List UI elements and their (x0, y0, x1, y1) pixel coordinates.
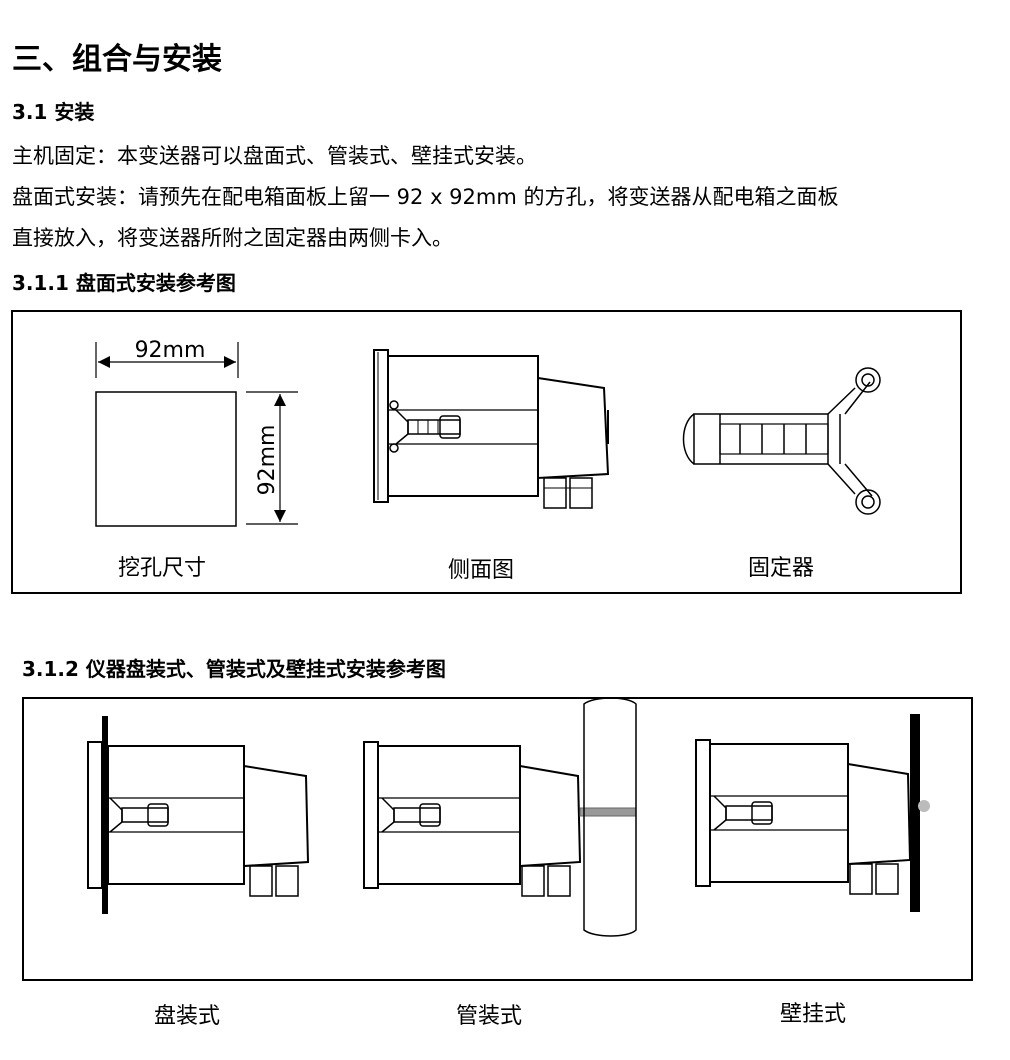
cutout-square (95, 391, 237, 527)
pipe-mount-drawing (363, 697, 637, 937)
wall (910, 714, 920, 912)
paragraph-panel-mount-line1: 盘面式安装：请预先在配电箱面板上留一 92 x 92mm 的方孔，将变送器从配电… (12, 185, 839, 209)
subsection-panel-ref-heading: 3.1.1 盘面式安装参考图 (12, 271, 236, 295)
caption-wall-mount: 壁挂式 (780, 1002, 847, 1027)
section-title: 三、组合与安装 (12, 42, 222, 77)
caption-panel-mount: 盘装式 (154, 1004, 221, 1029)
caption-side-view: 侧面图 (448, 558, 515, 583)
fixture-drawing (682, 367, 881, 515)
panel-plate (102, 716, 108, 914)
panel-mount-drawing (87, 716, 310, 914)
figure-mount-types-reference (22, 697, 973, 981)
figure-panel-mount-reference (11, 310, 962, 594)
caption-cutout-size: 挖孔尺寸 (118, 556, 207, 581)
subsection-mount-ref-heading: 3.1.2 仪器盘装式、管装式及壁挂式安装参考图 (22, 657, 446, 681)
subsection-install-heading: 3.1 安装 (12, 100, 95, 124)
wall-anchor (918, 800, 930, 812)
height-dimension-label: 92mm (255, 425, 280, 496)
caption-pipe-mount: 管装式 (456, 1004, 523, 1029)
caption-fixture: 固定器 (748, 556, 815, 581)
paragraph-host-mount: 主机固定：本变送器可以盘面式、管装式、壁挂式安装。 (12, 144, 537, 168)
width-dimension-label: 92mm (135, 338, 206, 363)
side-view-drawing (373, 349, 610, 509)
wall-mount-drawing (695, 714, 930, 912)
cutout-drawing: 92mm 92mm (95, 338, 298, 527)
paragraph-panel-mount-line2: 直接放入，将变送器所附之固定器由两侧卡入。 (12, 226, 453, 250)
